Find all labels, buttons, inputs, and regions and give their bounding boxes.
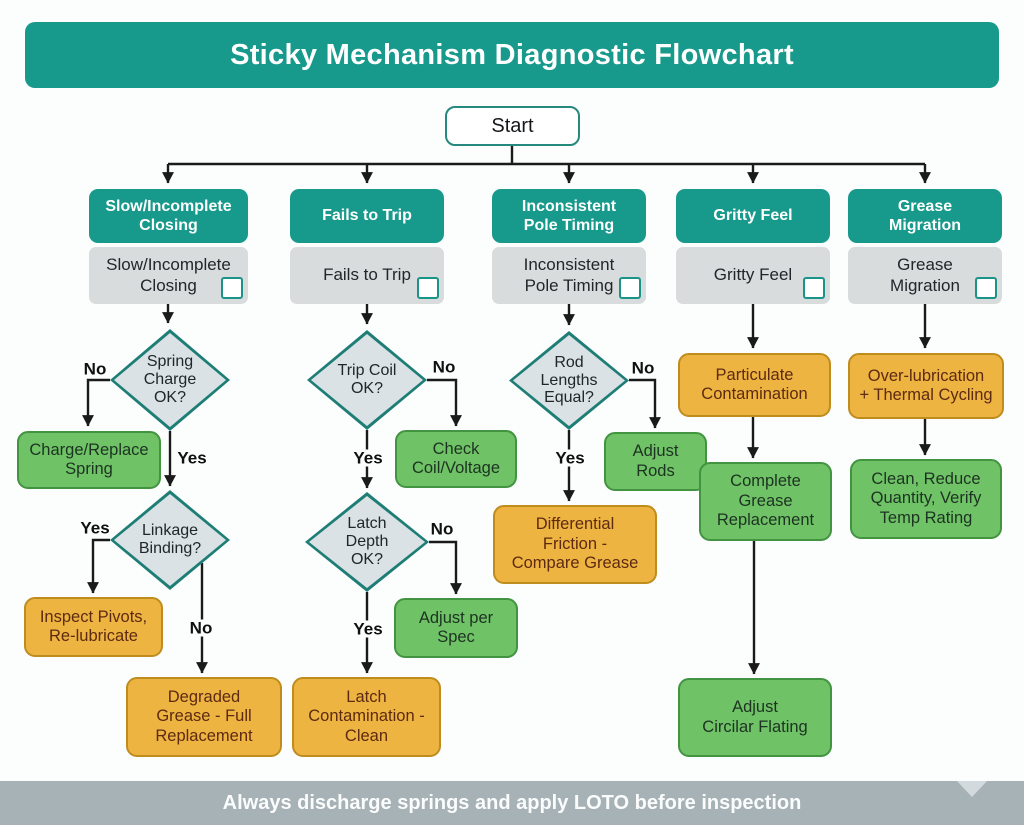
action-latch-contamination-clean: Latch Contamination - Clean	[292, 677, 441, 757]
action-label: Over-lubrication + Thermal Cycling	[859, 366, 993, 404]
branch-header-label: Gritty Feel	[713, 207, 793, 225]
footer-bar: Always discharge springs and apply LOTO …	[0, 781, 1024, 825]
checklist-grease-migration: Grease Migration	[848, 247, 1002, 304]
action-over-lubrication-thermal-cycling: Over-lubrication + Thermal Cycling	[848, 353, 1004, 419]
start-label: Start	[491, 114, 534, 137]
checkbox-slow-incomplete-closing[interactable]	[221, 277, 243, 299]
action-label: Charge/Replace Spring	[29, 440, 149, 478]
label-no-spring-charge: No	[80, 360, 110, 378]
action-label: Differential Friction - Compare Grease	[511, 515, 639, 573]
checklist-label: Slow/Incomplete Closing	[106, 255, 231, 295]
title-bar: Sticky Mechanism Diagnostic Flowchart	[25, 22, 999, 88]
branch-header-fails-to-trip: Fails to Trip	[290, 189, 444, 243]
decision-label: Linkage Binding?	[138, 522, 202, 557]
label-no-latch-depth: No	[427, 520, 457, 538]
checkbox-fails-to-trip[interactable]	[417, 277, 439, 299]
action-label: Particulate Contamination	[701, 365, 808, 403]
action-differential-friction-compare-grease: Differential Friction - Compare Grease	[493, 505, 657, 584]
checkbox-grease-migration[interactable]	[975, 277, 997, 299]
action-adjust-rods: Adjust Rods	[604, 432, 707, 491]
action-charge-replace-spring: Charge/Replace Spring	[17, 431, 161, 489]
checklist-gritty-feel: Gritty Feel	[676, 247, 830, 304]
decision-label: Rod Lengths Equal?	[540, 353, 598, 407]
label-yes-latch-depth: Yes	[350, 620, 386, 638]
action-label: Adjust Rods	[632, 442, 679, 480]
label-yes-rod-lengths: Yes	[552, 449, 588, 467]
checklist-label: Grease Migration	[890, 255, 960, 295]
checklist-fails-to-trip: Fails to Trip	[290, 247, 444, 304]
action-label: Clean, Reduce Quantity, Verify Temp Rati…	[870, 469, 982, 527]
action-label: Inspect Pivots, Re-lubricate	[39, 607, 148, 645]
label-yes-spring-charge: Yes	[174, 449, 210, 467]
branch-header-label: Grease Migration	[889, 197, 961, 234]
footer-warning-text: Always discharge springs and apply LOTO …	[222, 791, 802, 814]
branch-header-label: Fails to Trip	[322, 207, 412, 225]
action-complete-grease-replacement: Complete Grease Replacement	[699, 462, 832, 541]
checklist-label: Inconsistent Pole Timing	[523, 255, 615, 295]
decision-label: Latch Depth OK?	[345, 515, 389, 568]
action-label: Latch Contamination - Clean	[308, 687, 425, 745]
action-label: Adjust Circilar Flating	[702, 698, 808, 736]
action-clean-reduce-verify-temp: Clean, Reduce Quantity, Verify Temp Rati…	[850, 459, 1002, 539]
decision-label: Trip Coil OK?	[337, 362, 397, 397]
label-no-trip-coil: No	[429, 358, 459, 376]
branch-header-slow-incomplete-closing: Slow/Incomplete Closing	[89, 189, 248, 243]
plain-lines	[168, 146, 925, 166]
checkbox-inconsistent-pole-timing[interactable]	[619, 277, 641, 299]
branch-header-grease-migration: Grease Migration	[848, 189, 1002, 243]
action-particulate-contamination: Particulate Contamination	[678, 353, 831, 417]
decision-label: Spring Charge OK?	[143, 353, 197, 406]
decision-spring-charge: Spring Charge OK?	[110, 329, 230, 431]
branch-header-label: Slow/Incomplete Closing	[105, 197, 232, 234]
checklist-inconsistent-pole-timing: Inconsistent Pole Timing	[492, 247, 646, 304]
label-no-linkage: No	[186, 619, 216, 637]
action-check-coil-voltage: Check Coil/Voltage	[395, 430, 517, 488]
action-label: Check Coil/Voltage	[411, 439, 501, 477]
checkbox-gritty-feel[interactable]	[803, 277, 825, 299]
action-adjust-circular-plating: Adjust Circilar Flating	[678, 678, 832, 757]
action-label: Complete Grease Replacement	[716, 472, 815, 530]
checklist-label: Fails to Trip	[323, 265, 411, 285]
branch-header-gritty-feel: Gritty Feel	[676, 189, 830, 243]
decision-trip-coil: Trip Coil OK?	[307, 330, 427, 430]
decision-latch-depth: Latch Depth OK?	[305, 492, 429, 592]
action-label: Adjust per Spec	[418, 608, 494, 646]
branch-header-label: Inconsistent Pole Timing	[521, 197, 617, 234]
label-no-rod-lengths: No	[628, 359, 658, 377]
decision-rod-lengths: Rod Lengths Equal?	[509, 331, 629, 430]
start-node: Start	[445, 106, 580, 146]
label-yes-linkage: Yes	[77, 519, 113, 537]
action-inspect-pivots-relubricate: Inspect Pivots, Re-lubricate	[24, 597, 163, 657]
branch-header-inconsistent-pole-timing: Inconsistent Pole Timing	[492, 189, 646, 243]
label-yes-trip-coil: Yes	[350, 449, 386, 467]
checklist-slow-incomplete-closing: Slow/Incomplete Closing	[89, 247, 248, 304]
action-degraded-grease-full-replacement: Degraded Grease - Full Replacement	[126, 677, 282, 757]
checklist-label: Gritty Feel	[713, 265, 793, 285]
page-title: Sticky Mechanism Diagnostic Flowchart	[230, 38, 794, 71]
decision-linkage-binding: Linkage Binding?	[110, 490, 230, 590]
action-label: Degraded Grease - Full Replacement	[155, 687, 253, 745]
action-adjust-per-spec: Adjust per Spec	[394, 598, 518, 658]
